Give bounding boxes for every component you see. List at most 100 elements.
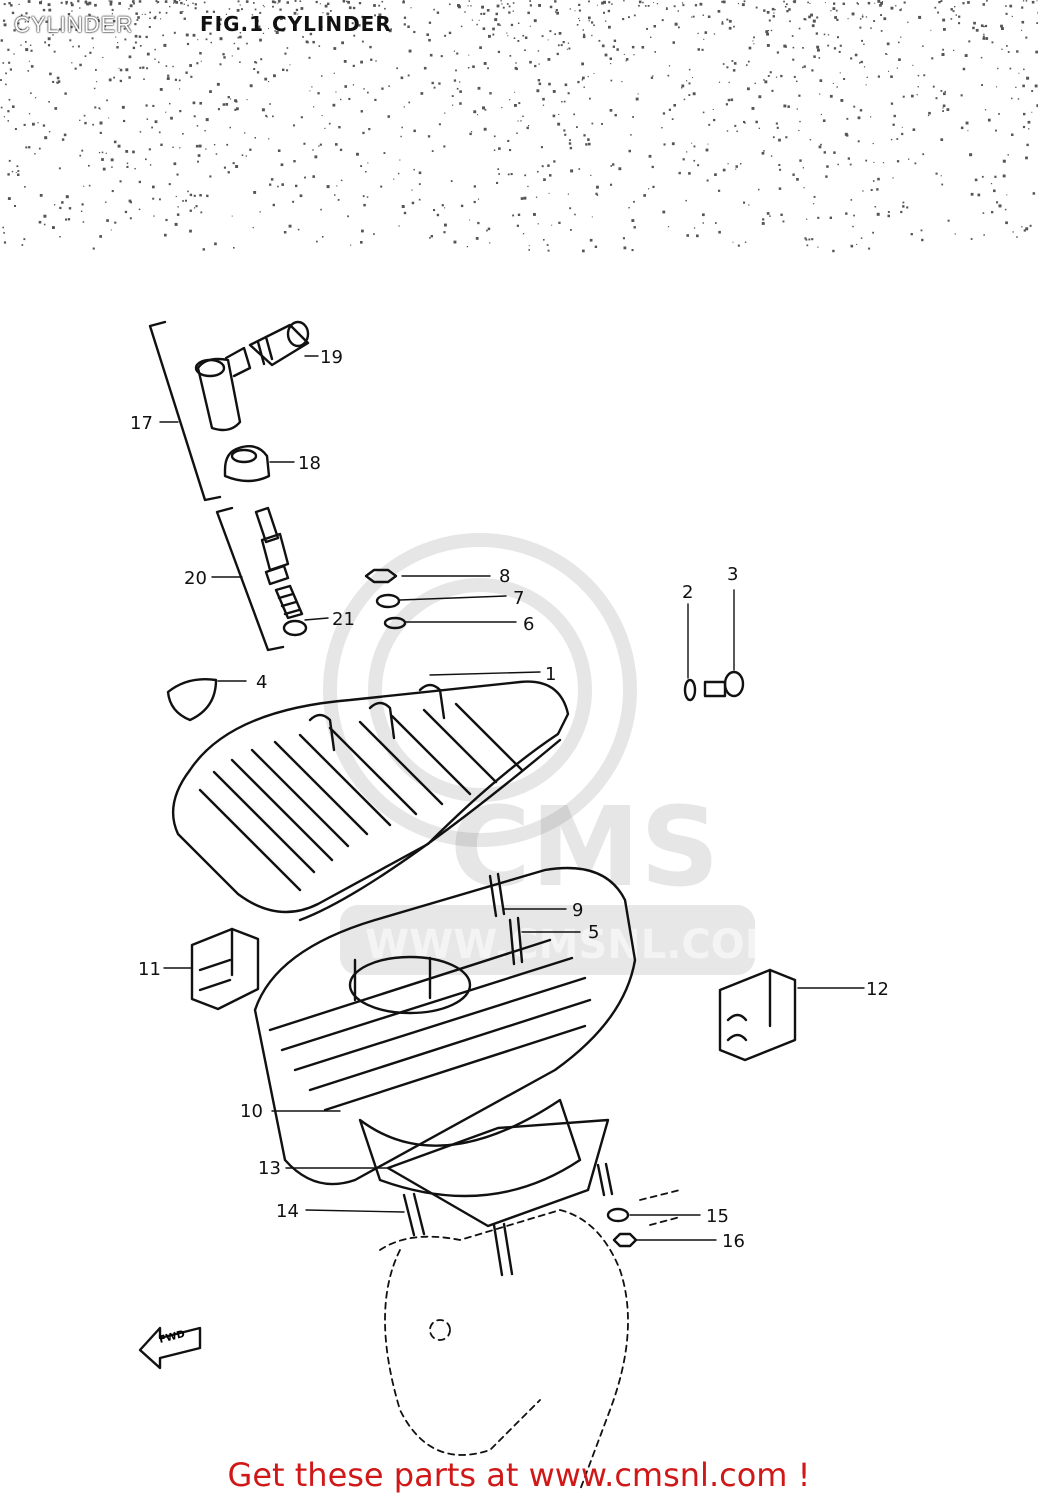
noise-speck [942,48,944,51]
noise-speck [501,106,503,109]
noise-speck [362,131,365,135]
noise-speck [866,76,868,78]
noise-speck [673,104,676,107]
noise-speck [962,2,965,5]
watermark-site: WWW.CMSNL.COM [365,922,785,968]
noise-speck [542,97,545,101]
noise-speck [234,108,237,111]
noise-speck [482,27,486,30]
noise-speck [683,98,686,101]
noise-speck [134,168,136,170]
noise-speck [983,25,985,28]
noise-speck [1005,12,1008,15]
noise-speck [932,85,935,88]
noise-speck [160,143,163,146]
noise-speck [427,135,431,138]
noise-speck [947,219,950,222]
noise-speck [721,0,724,3]
noise-speck [25,12,28,15]
noise-speck [536,89,540,93]
noise-speck [47,44,51,47]
noise-speck [453,50,455,52]
noise-speck [1001,27,1004,30]
noise-speck [453,240,457,244]
washer-15 [606,1207,630,1223]
noise-speck [251,14,254,16]
noise-speck [223,166,226,169]
noise-speck [743,0,746,3]
noise-speck [119,180,122,183]
noise-speck [569,8,571,10]
noise-speck [443,145,446,148]
noise-speck [981,175,984,178]
noise-speck [469,219,471,221]
noise-speck [942,104,946,108]
noise-speck [38,147,41,150]
noise-speck [489,242,491,244]
noise-speck [115,36,117,38]
noise-speck [638,0,642,4]
noise-speck [397,172,400,175]
noise-speck [693,227,696,229]
noise-speck [237,0,240,3]
noise-speck [528,249,530,251]
noise-speck [114,221,117,224]
noise-speck [477,198,480,200]
noise-speck [879,4,882,7]
noise-speck [588,0,590,3]
noise-speck [846,134,849,137]
noise-speck [156,2,158,4]
noise-speck [805,239,808,241]
noise-speck [486,9,490,12]
noise-speck [101,158,104,161]
noise-speck [205,38,208,41]
noise-speck [512,2,515,4]
noise-speck [681,2,684,4]
noise-speck [644,5,647,7]
noise-speck [173,2,175,4]
noise-speck [388,85,390,87]
noise-speck [32,122,35,126]
noise-speck [520,197,524,200]
noise-speck [880,1,883,5]
noise-speck [803,187,805,189]
noise-speck [34,153,36,155]
noise-speck [516,132,518,134]
noise-speck [648,188,650,190]
noise-speck [497,23,500,26]
callout-16: 16 [722,1231,745,1252]
noise-speck [483,62,487,65]
noise-speck [633,226,636,229]
noise-speck [553,160,556,163]
noise-speck [907,21,909,23]
noise-speck [601,1,604,5]
noise-speck [691,16,693,18]
noise-speck [11,11,15,15]
noise-speck [651,165,654,169]
noise-speck [722,0,726,4]
noise-speck [744,241,747,243]
noise-speck [443,231,446,234]
noise-speck [653,25,656,28]
noise-speck [666,7,668,9]
fwd-arrow-icon [138,1326,202,1370]
noise-speck [195,144,199,148]
noise-speck [358,24,361,27]
noise-speck [576,24,579,26]
noise-speck [902,95,905,98]
noise-speck [554,33,556,35]
noise-speck [827,34,830,36]
noise-speck [761,222,765,225]
noise-speck [452,104,454,106]
scan-noise [0,0,1038,253]
noise-speck [512,214,515,217]
footer-link[interactable]: Get these parts at www.cmsnl.com ! [227,1456,811,1494]
noise-speck [863,43,865,45]
noise-speck [299,0,302,3]
noise-speck [7,173,10,176]
noise-speck [887,214,890,218]
noise-speck [182,200,184,202]
noise-speck [481,5,484,9]
noise-speck [196,62,199,65]
noise-speck [522,115,524,118]
